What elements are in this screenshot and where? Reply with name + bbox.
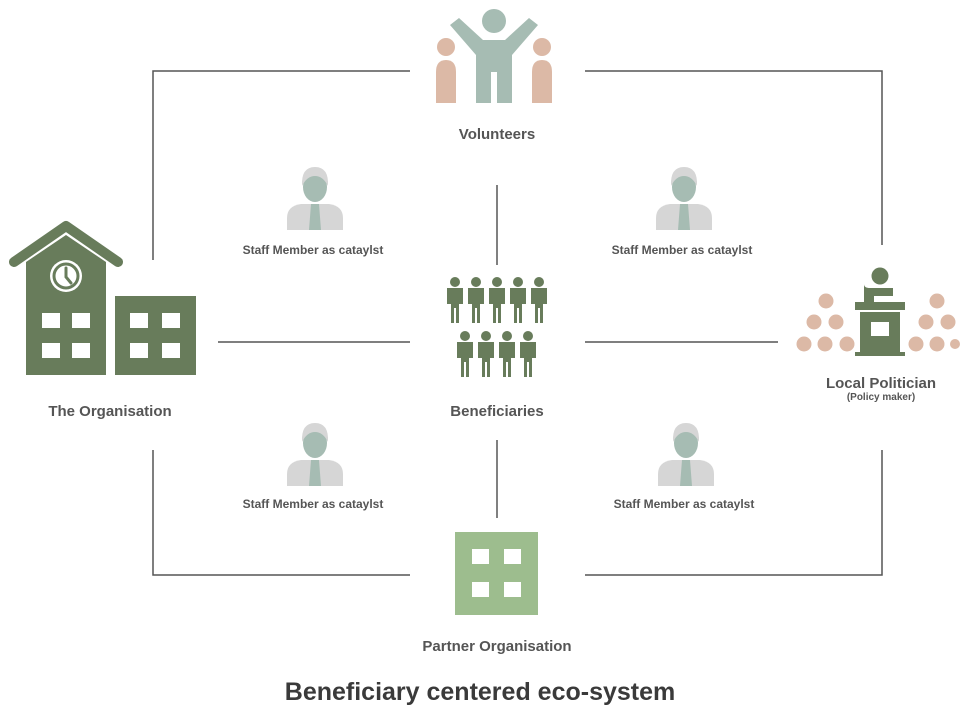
staff-label-bottom-left: Staff Member as cataylst [242, 497, 384, 511]
beneficiary-person-icon [499, 331, 515, 377]
staff-label-top-right: Staff Member as cataylst [611, 243, 753, 257]
beneficiary-person-icon [520, 331, 536, 377]
beneficiary-person-icon [457, 331, 473, 377]
staff-label-bottom-right: Staff Member as cataylst [613, 497, 755, 511]
beneficiary-person-icon [478, 331, 494, 377]
line-volunteers-politician [585, 70, 883, 245]
school-building-icon [9, 221, 196, 375]
organisation-label: The Organisation [48, 403, 172, 420]
staff-member-icon [287, 423, 343, 486]
volunteers-icon [436, 9, 552, 103]
line-volunteers-organisation [152, 70, 410, 260]
beneficiaries-label: Beneficiaries [450, 403, 544, 420]
beneficiary-person-icon [510, 277, 526, 323]
volunteers-label: Volunteers [458, 126, 536, 143]
staff-label-top-left: Staff Member as cataylst [242, 243, 384, 257]
beneficiary-person-icon [489, 277, 505, 323]
line-politician-partner [585, 450, 883, 576]
people-group-icon [447, 277, 547, 377]
partner-label: Partner Organisation [422, 638, 572, 655]
partner-building-icon [455, 532, 538, 615]
diagram-title: Beneficiary centered eco-system [284, 678, 676, 706]
politician-podium-icon [796, 267, 960, 356]
connector-lines [152, 70, 883, 576]
staff-member-icon [656, 167, 712, 230]
politician-label: Local Politician [825, 375, 937, 392]
beneficiary-person-icon [447, 277, 463, 323]
staff-member-icon [287, 167, 343, 230]
line-organisation-partner [152, 450, 410, 576]
beneficiary-person-icon [531, 277, 547, 323]
politician-sublabel: (Policy maker) [846, 392, 916, 403]
beneficiary-person-icon [468, 277, 484, 323]
staff-member-icon [658, 423, 714, 486]
